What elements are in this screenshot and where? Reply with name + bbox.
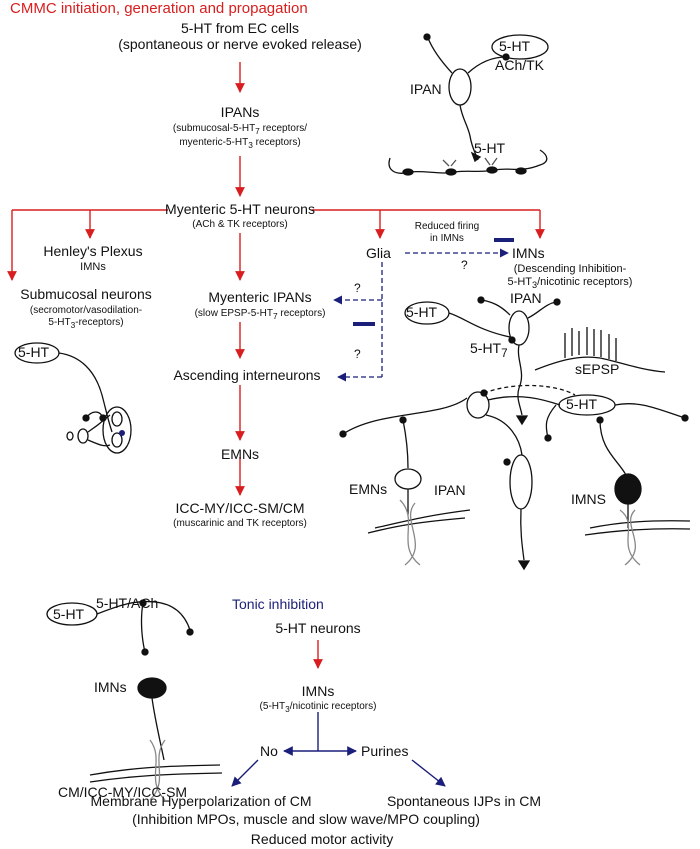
mipans-rec-sub: 7	[272, 311, 278, 321]
imns-rec-tail: /nicotinic receptors)	[537, 275, 633, 288]
tonic-rec-tail: /nicotinic receptors)	[289, 701, 377, 712]
cascade-arrows	[7, 62, 545, 496]
myenteric-ipans-node: Myenteric IPANs	[208, 289, 312, 305]
inhibition-bars	[353, 238, 514, 326]
ipans-rec-sub1: 7	[255, 126, 260, 136]
glia-node: Glia	[366, 245, 391, 261]
question-mark-imns: ?	[461, 258, 468, 272]
tonic-no: No	[260, 743, 278, 759]
bottom-imns-label: IMNs	[94, 679, 127, 695]
left-5ht-label: 5-HT	[18, 344, 50, 360]
top-ipan-label: IPAN	[410, 81, 442, 97]
circuit-ipan-label: IPAN	[434, 482, 466, 498]
mipans-rec-tail: receptors)	[277, 308, 326, 319]
submucosal-rec-line1: (secromotor/vasodilation-	[29, 305, 143, 316]
top-ec-5ht-label: 5-HT	[474, 140, 506, 156]
tonic-arrows	[231, 640, 446, 787]
submucosal-rec-text: 5-HT	[48, 316, 71, 328]
ec-source-line1: 5-HT from EC cells	[181, 20, 299, 36]
tonic-imns-receptors: (5-HT3/nicotinic receptors)	[260, 701, 377, 715]
circuit-5ht-label: 5-HT	[566, 396, 598, 412]
imns-rec-sub: 3	[531, 279, 538, 290]
mid-5ht7-label: 5-HT7	[470, 340, 508, 360]
tonic-5ht-neurons: 5-HT neurons	[275, 620, 361, 636]
imns-rec-text: 5-HT	[507, 275, 532, 288]
imns-node: IMNs	[512, 245, 545, 261]
tonic-title: Tonic inhibition	[232, 596, 324, 612]
reduced-firing-label: Reduced firing in IMNs	[415, 221, 479, 244]
ipan-sepsp-illustration	[404, 296, 666, 426]
circuit-illustration	[339, 384, 691, 571]
mid-5ht7-text: 5-HT	[470, 340, 502, 356]
tonic-inhibition-mpos: (Inhibition MPOs, muscle and slow wave/M…	[132, 811, 480, 827]
tonic-purines: Purines	[361, 743, 409, 759]
mid-5ht-label: 5-HT	[406, 304, 438, 320]
tonic-imns: IMNs	[301, 683, 335, 699]
myenteric-5ht-node: Myenteric 5-HT neurons	[165, 201, 315, 217]
ipans-rec-text3: myenteric-5-HT	[179, 136, 249, 148]
emns-node: EMNs	[220, 446, 260, 462]
ipans-rec-text4: receptors)	[252, 136, 301, 148]
submucosal-receptors: (secromotor/vasodilation- 5-HT3-receptor…	[30, 305, 142, 330]
submucosal-rec-tail: -receptors)	[75, 316, 124, 328]
top-ach-tk-label: ACh/TK	[495, 57, 545, 73]
top-5ht-label: 5-HT	[499, 38, 531, 54]
ipans-node: IPANs	[220, 104, 260, 120]
question-mark-ascending: ?	[354, 347, 361, 361]
circuit-emns-label: EMNs	[349, 481, 388, 497]
bottom-5ht-ach-label: 5-HT/ACh	[96, 595, 159, 611]
circuit-imns-label: IMNS	[571, 491, 606, 507]
glia-inhibition-paths	[333, 248, 509, 382]
tonic-reduced-motor: Reduced motor activity	[250, 831, 394, 847]
ipans-rec-text1: (submucosal-5-HT	[172, 123, 256, 134]
submucosal-illustration	[14, 342, 132, 454]
ipan-ec-illustration	[388, 33, 549, 176]
ipans-receptors: (submucosal-5-HT7 receptors/ myenteric-5…	[173, 123, 307, 150]
reduced-firing-line1: Reduced firing	[414, 221, 480, 232]
mid-sepsp-label: sEPSP	[575, 361, 620, 377]
myenteric-5ht-receptors: (ACh & TK receptors)	[192, 219, 288, 230]
tonic-illustration	[46, 599, 223, 801]
myenteric-ipans-receptors: (slow EPSP-5-HT7 receptors)	[195, 308, 326, 322]
tonic-rec-sub: 3	[285, 704, 290, 714]
henley-node: Henley's Plexus	[43, 243, 143, 259]
tonic-rec-text: (5-HT	[259, 701, 286, 712]
mid-5ht7-sub: 7	[501, 346, 508, 360]
ec-source-label: 5-HT from EC cells (spontaneous or nerve…	[118, 20, 362, 52]
mid-ipan-label: IPAN	[510, 290, 542, 306]
imns-rec-line1: (Descending Inhibition-	[513, 263, 627, 275]
imns-receptors: (Descending Inhibition- 5-HT3/nicotinic …	[508, 263, 633, 290]
tonic-hyperpolarization: Membrane Hyperpolarization of CM	[90, 793, 312, 809]
icc-receptors: (muscarinic and TK receptors)	[173, 518, 307, 529]
ipans-rec-text2: receptors/	[259, 123, 308, 134]
ipans-rec-sub2: 3	[248, 139, 253, 150]
submucosal-node: Submucosal neurons	[20, 286, 152, 302]
tonic-ijps: Spontaneous IJPs in CM	[386, 793, 542, 809]
bottom-5ht-label: 5-HT	[53, 606, 85, 622]
bottom-cm-label: CM/ICC-MY/ICC-SM	[58, 784, 188, 800]
ec-source-line2: (spontaneous or nerve evoked release)	[118, 36, 362, 53]
ascending-node: Ascending interneurons	[173, 367, 321, 383]
main-title: CMMC initiation, generation and propagat…	[10, 0, 308, 17]
submucosal-rec-sub: 3	[70, 319, 76, 330]
question-mark-ipans: ?	[354, 281, 361, 295]
reduced-firing-line2: in IMNs	[430, 232, 464, 244]
henley-imns: IMNs	[80, 261, 106, 273]
mipans-rec-text: (slow EPSP-5-HT	[194, 308, 273, 319]
icc-node: ICC-MY/ICC-SM/CM	[175, 500, 305, 516]
